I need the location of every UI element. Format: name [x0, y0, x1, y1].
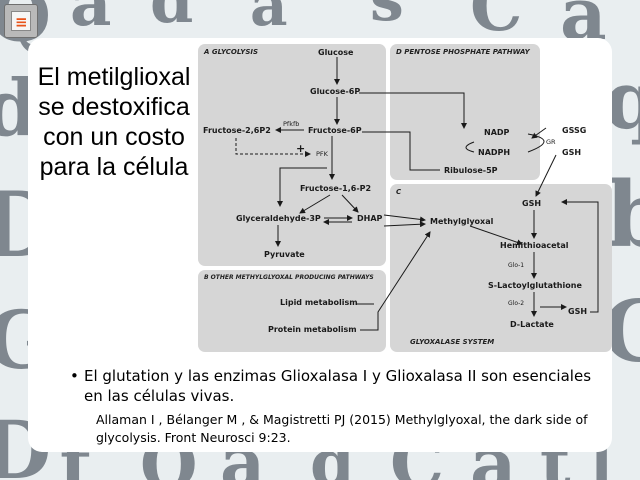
node-methylglyoxal: Methylglyoxal [430, 217, 494, 226]
reference-citation: Allaman I , Bélanger M , & Magistretti P… [96, 412, 588, 445]
panel-b-title: B OTHER METHYLGLYOXAL PRODUCING PATHWAYS [204, 274, 374, 281]
node-glucose-6p: Glucose-6P [310, 87, 361, 96]
node-pyruvate: Pyruvate [264, 250, 305, 259]
panel-a-title: A GLYCOLYSIS [204, 48, 259, 56]
bg-letter: s [370, 0, 404, 35]
node-gssg: GSSG [562, 126, 587, 135]
node-s-lactoylglutathione: S-Lactoylglutathione [488, 281, 582, 290]
node-fructose-26p2: Fructose-2,6P2 [203, 126, 271, 135]
node-protein-metabolism: Protein metabolism [268, 325, 357, 334]
node-nadp: NADP [484, 128, 510, 137]
label-gr: GR [546, 138, 556, 146]
node-glyceraldehyde-3p: Glyceraldehyde-3P [236, 214, 321, 223]
label-plus: + [296, 142, 306, 155]
document-icon: ≡ [11, 11, 31, 31]
panel-glycolysis [198, 44, 386, 266]
label-pfkfb: Pfkfb [283, 120, 300, 128]
panel-other-pathways [198, 270, 386, 352]
node-ribulose-5p: Ribulose-5P [444, 166, 498, 175]
slide-title: El metilglioxal se destoxifica con un co… [37, 63, 191, 181]
presentation-icon: ≡ [15, 13, 28, 31]
node-fructose-6p: Fructose-6P [308, 126, 362, 135]
panel-pentose-phosphate [390, 44, 540, 180]
bullet-text: El glutation y las enzimas Glioxalasa I … [84, 367, 592, 405]
bg-letter: C [470, 0, 523, 46]
node-glucose: Glucose [318, 48, 354, 57]
node-dhap: DHAP [357, 214, 383, 223]
panel-d-title: D PENTOSE PHOSPHATE PATHWAY [396, 48, 530, 56]
label-glo-2: Glo-2 [508, 300, 525, 307]
node-d-lactate: D-Lactate [510, 320, 554, 329]
node-hemithioacetal: Hemithioacetal [500, 241, 569, 250]
panel-c-title: C [396, 188, 402, 196]
node-fructose-16p2: Fructose-1,6-P2 [300, 184, 372, 193]
node-lipid-metabolism: Lipid metabolism [280, 298, 358, 307]
node-gsh-c-top: GSH [522, 199, 542, 208]
impress-app-icon[interactable]: ≡ [4, 4, 38, 38]
node-gsh-d: GSH [562, 148, 582, 157]
node-gsh-c-bottom: GSH [568, 307, 588, 316]
label-glo-1: Glo-1 [508, 262, 525, 269]
panel-c-footer: GLYOXALASE SYSTEM [410, 338, 495, 346]
panel-glyoxalase-system [390, 184, 612, 352]
node-nadph: NADPH [478, 148, 511, 157]
bg-letter: a [70, 0, 112, 41]
bg-letter: a [250, 0, 288, 39]
label-pfk: PFK [316, 150, 328, 158]
bg-letter: d [150, 0, 194, 37]
bullet-marker: • [70, 367, 79, 385]
